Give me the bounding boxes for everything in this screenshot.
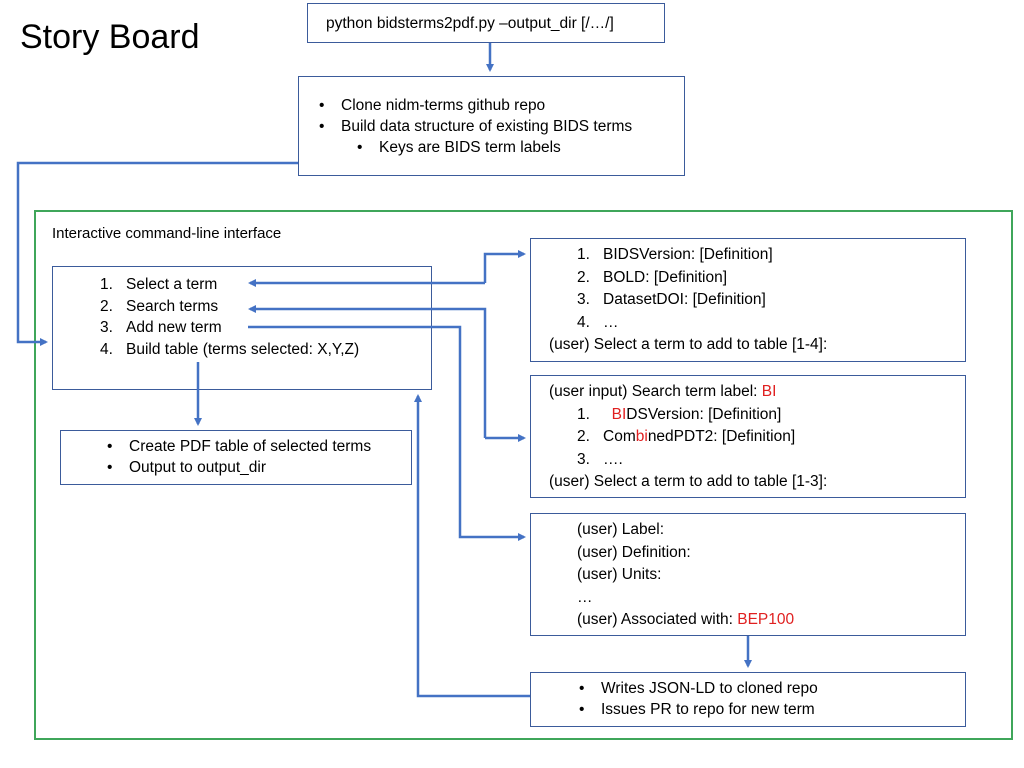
menu-item-search[interactable]: 2.Search terms bbox=[100, 297, 219, 315]
search-result-item: 1. BIDSVersion: [Definition] bbox=[577, 405, 782, 423]
command-text: python bidsterms2pdf.py –output_dir [/…/… bbox=[326, 15, 614, 32]
add-term-field: … bbox=[577, 588, 593, 606]
setup-item: Clone nidm-terms github repo bbox=[319, 95, 684, 116]
select-term-item: 2.BOLD: [Definition] bbox=[577, 268, 728, 286]
add-term-field: (user) Units: bbox=[577, 566, 662, 583]
page-title: Story Board bbox=[20, 18, 200, 56]
interface-frame-label: Interactive command-line interface bbox=[52, 225, 282, 242]
menu-item-add[interactable]: 3.Add new term bbox=[100, 319, 222, 336]
pdf-output-box: Create PDF table of selected terms Outpu… bbox=[60, 430, 412, 485]
menu-box: 1.Select a term 2.Search terms 3.Add new… bbox=[52, 266, 432, 390]
select-term-item: 1.BIDSVersion: [Definition] bbox=[577, 246, 773, 263]
search-term-prompt: (user) Select a term to add to table [1-… bbox=[549, 473, 828, 490]
assoc-value: BEP100 bbox=[737, 611, 795, 628]
search-result-item: 2.CombinedPDT2: [Definition] bbox=[577, 428, 796, 445]
interface-frame bbox=[34, 210, 1013, 740]
add-term-field: (user) Definition: bbox=[577, 543, 691, 561]
write-repo-item: Writes JSON-LD to cloned repo bbox=[579, 678, 965, 699]
pdf-output-item: Create PDF table of selected terms bbox=[107, 436, 411, 457]
select-term-item: 4.… bbox=[577, 313, 619, 331]
setup-subitem: Keys are BIDS term labels bbox=[357, 137, 684, 158]
setup-item: Build data structure of existing BIDS te… bbox=[319, 116, 684, 137]
setup-box: Clone nidm-terms github repo Build data … bbox=[298, 76, 685, 176]
search-result-item: 3.…. bbox=[577, 450, 623, 468]
select-term-item: 3.DatasetDOI: [Definition] bbox=[577, 291, 766, 308]
select-term-box: 1.BIDSVersion: [Definition] 2.BOLD: [Def… bbox=[530, 238, 966, 362]
search-input-line: (user input) Search term label: BI bbox=[549, 383, 777, 400]
write-repo-item: Issues PR to repo for new term bbox=[579, 699, 965, 720]
add-term-box: (user) Label: (user) Definition: (user) … bbox=[530, 513, 966, 636]
search-input-value: BI bbox=[761, 383, 777, 400]
command-box: python bidsterms2pdf.py –output_dir [/…/… bbox=[307, 3, 665, 43]
menu-item-build[interactable]: 4.Build table (terms selected: X,Y,Z) bbox=[100, 340, 360, 358]
write-repo-box: Writes JSON-LD to cloned repo Issues PR … bbox=[530, 672, 966, 727]
search-term-box: (user input) Search term label: BI 1. BI… bbox=[530, 375, 966, 498]
menu-item-select[interactable]: 1.Select a term bbox=[100, 276, 218, 293]
add-term-assoc: (user) Associated with: BEP100 bbox=[577, 611, 795, 628]
pdf-output-item: Output to output_dir bbox=[107, 457, 411, 478]
select-term-prompt: (user) Select a term to add to table [1-… bbox=[549, 336, 828, 353]
add-term-field: (user) Label: bbox=[577, 521, 665, 538]
